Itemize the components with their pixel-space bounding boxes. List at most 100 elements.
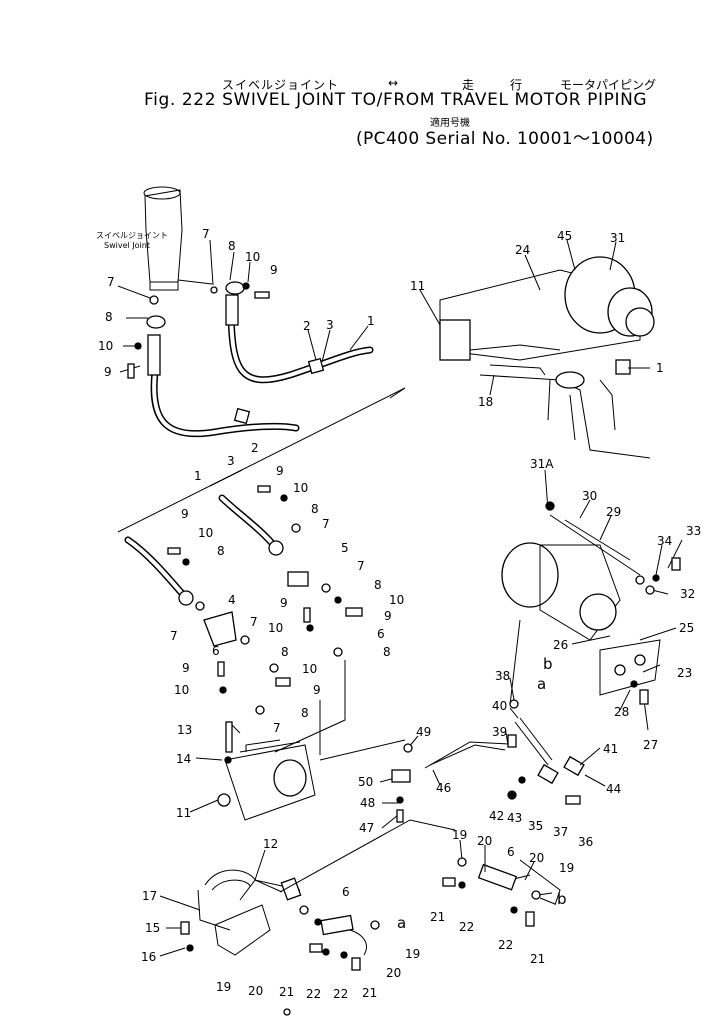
callout: 25 [679,621,694,635]
callout: 13 [177,723,192,737]
middle-hose-assembly [124,494,284,606]
upper-hose-assembly [146,281,374,438]
callout: 7 [170,629,178,643]
travel-motor-upper [439,256,655,459]
swivel-joint-label-en: Swivel Joint [104,241,150,250]
figure-title: Fig. 222 SWIVEL JOINT TO/FROM TRAVEL MOT… [144,90,648,110]
callout: 29 [606,505,621,519]
callout: 45 [557,229,572,243]
callout: 24 [515,243,530,257]
callout: 31 [610,231,625,245]
callout: 36 [578,835,593,849]
callout: 8 [374,578,382,592]
callout: 30 [582,489,597,503]
swivel-joint-label-jp: スイベルジョイント [96,231,168,240]
lower-left-valve [217,660,346,821]
callout: 8 [217,544,225,558]
callout: 40 [492,699,507,713]
callout: 34 [657,534,672,548]
callout: 8 [105,310,113,324]
callout: 7 [250,615,258,629]
callout: 50 [358,775,373,789]
serial-range: (PC400 Serial No. 10001～10004) [356,129,654,149]
callout: 21 [279,985,294,999]
right-lower-pipes [320,619,585,936]
callout-labels: 7 8 10 9 7 8 10 9 2 3 1 1 3 2 11 24 45 3… [98,227,701,1001]
callout: 9 [276,464,284,478]
callout: 31A [530,457,554,471]
callout: 9 [313,683,321,697]
callout: 19 [559,861,574,875]
callout: 10 [198,526,213,540]
callout: 20 [386,966,401,980]
callout: 9 [181,507,189,521]
title-japanese-arrow: ↔ [388,76,399,90]
title-japanese-swivel-joint: スイベルジョイント [222,78,340,92]
title-japanese-motor-piping: モータパイピング [560,78,657,92]
callout: 48 [360,796,375,810]
callout: 19 [452,828,467,842]
callout: 9 [104,365,112,379]
callout: 19 [405,947,420,961]
callout: 3 [227,454,235,468]
callout: 8 [281,645,289,659]
callout: 7 [202,227,210,241]
callout: b [557,890,567,908]
callout: 21 [530,952,545,966]
callout: 4 [228,593,236,607]
callout: 20 [477,834,492,848]
callout: 22 [306,987,321,1001]
callout: 1 [367,314,375,328]
callout: 11 [176,806,191,820]
callout: 10 [174,683,189,697]
callout: 33 [686,524,701,538]
callout: 8 [311,502,319,516]
callout: 6 [212,644,220,658]
callout: 47 [359,821,374,835]
callout: 49 [416,725,431,739]
travel-motor-lower [501,514,661,696]
callout: 22 [498,938,513,952]
lower-left-block [197,739,456,956]
callout: a [397,914,406,932]
callout: 10 [293,481,308,495]
callout: 9 [182,661,190,675]
callout: 15 [145,921,160,935]
callout: 21 [362,986,377,1000]
callout: 8 [301,706,309,720]
swivel-joint-drawing: スイベルジョイント Swivel Joint [96,186,213,291]
callout: 5 [341,541,349,555]
callout: 10 [98,339,113,353]
callout: 10 [302,662,317,676]
callout: 10 [389,593,404,607]
callout: 46 [436,781,451,795]
callout: 18 [478,395,493,409]
callout: 8 [228,239,236,253]
callout: 41 [603,742,618,756]
title-japanese-travel-2: 行 [510,78,523,92]
title-japanese-travel-1: 走 [462,78,475,92]
callout: 9 [280,596,288,610]
callout: 11 [410,279,425,293]
callout: 22 [333,987,348,1001]
callout: 20 [248,984,263,998]
callout: a [537,675,546,693]
callout: 2 [303,319,311,333]
callout: 6 [377,627,385,641]
callout: 44 [606,782,621,796]
callout: 12 [263,837,278,851]
callout: 32 [680,587,695,601]
callout: 19 [216,980,231,994]
callout: 10 [245,250,260,264]
callout: 1 [194,469,202,483]
callout: 2 [251,441,259,455]
callout: 38 [495,669,510,683]
callout: 7 [322,517,330,531]
callout: 17 [142,889,157,903]
callout: 6 [342,885,350,899]
callout: 7 [273,721,281,735]
callout: 21 [430,910,445,924]
callout: 7 [357,559,365,573]
callout: 39 [492,725,507,739]
